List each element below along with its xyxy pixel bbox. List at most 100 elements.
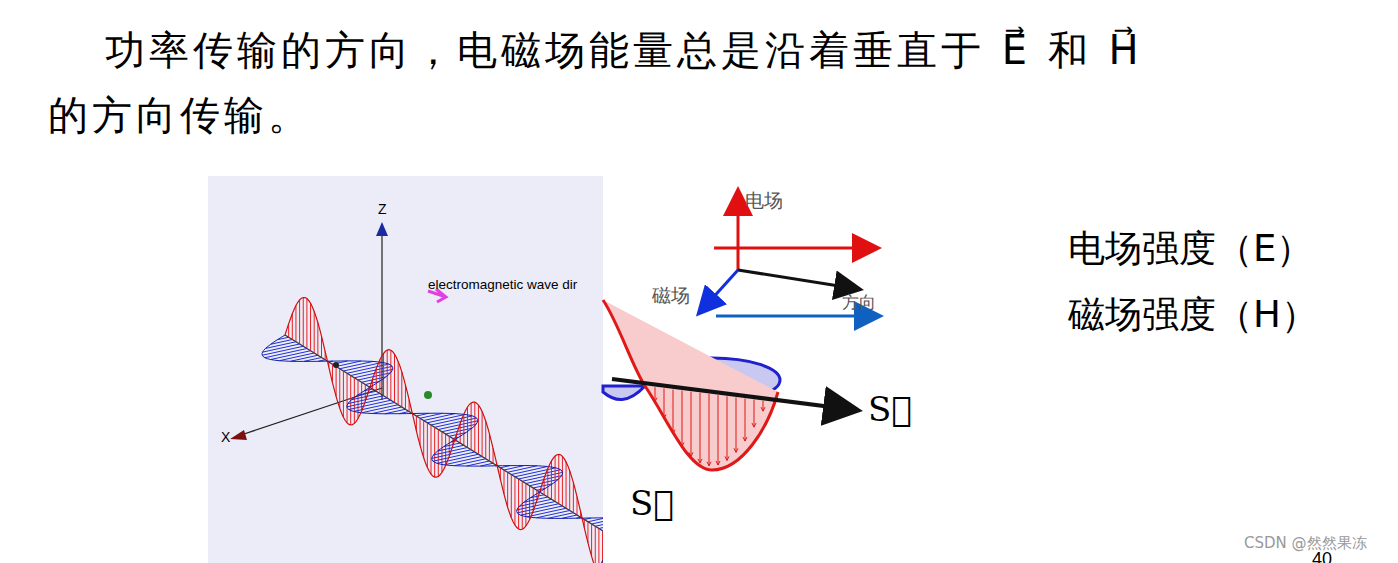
e-field-line bbox=[547, 469, 548, 497]
axes-icon bbox=[700, 192, 878, 316]
e-field-line bbox=[401, 372, 402, 407]
h-lobe bbox=[603, 386, 645, 400]
h-field-line bbox=[336, 361, 361, 367]
e-field-line bbox=[598, 529, 599, 563]
e-field-line bbox=[514, 477, 515, 525]
e-vector bbox=[682, 391, 683, 447]
e-field-line bbox=[438, 430, 439, 477]
e-field-line bbox=[303, 297, 304, 346]
legend-text: 电场强度（E） bbox=[1068, 228, 1313, 271]
e-vector-head bbox=[725, 456, 729, 460]
h-field-line bbox=[454, 459, 486, 466]
e-field-line bbox=[420, 418, 421, 445]
wave-2d bbox=[603, 300, 855, 470]
field-label: 磁场 bbox=[652, 285, 690, 307]
e-field-line bbox=[314, 311, 315, 353]
axis-label: X bbox=[221, 429, 230, 445]
origin-dot bbox=[424, 391, 432, 399]
h-field-line bbox=[424, 414, 455, 421]
e-field-line bbox=[379, 360, 380, 394]
e-vector bbox=[691, 392, 692, 457]
e-vector bbox=[664, 388, 665, 418]
e-field-line bbox=[507, 472, 508, 507]
vector-symbol: S⃗ bbox=[868, 390, 912, 429]
e-vector-head bbox=[671, 430, 675, 434]
e-vector-head bbox=[680, 442, 684, 446]
slide-title: 功率传输的方向，电磁场能量总是沿着垂直于 E⃗ 和 H⃗ 的方向传输。 bbox=[48, 18, 1149, 148]
e-field-line bbox=[478, 405, 479, 454]
e-field-line bbox=[339, 369, 340, 409]
e-vector bbox=[736, 397, 737, 452]
axis-label: Z bbox=[378, 201, 387, 217]
s-vector bbox=[612, 379, 855, 410]
direction-arrow bbox=[738, 270, 858, 289]
h-envelope bbox=[262, 335, 603, 563]
e-field-line bbox=[376, 369, 377, 392]
e-vector-head bbox=[716, 461, 720, 465]
e-field-line bbox=[295, 306, 296, 342]
e-vector-head bbox=[653, 398, 657, 402]
e-field-line bbox=[292, 314, 293, 340]
e-field-line bbox=[474, 402, 475, 452]
e-field-line bbox=[431, 425, 432, 474]
e-vector bbox=[727, 396, 728, 460]
e-vector bbox=[718, 395, 719, 465]
e-envelope bbox=[285, 298, 603, 563]
e-field-line bbox=[573, 483, 574, 513]
e-field-line bbox=[390, 350, 391, 400]
e-field-line bbox=[394, 354, 395, 402]
watermark: CSDN @然然果冻 bbox=[1244, 535, 1367, 552]
e-vector-head bbox=[662, 414, 666, 418]
e-vectors bbox=[653, 387, 765, 466]
e-vector-head bbox=[707, 462, 711, 466]
e-arrow bbox=[714, 247, 876, 250]
e-field-line bbox=[569, 471, 570, 511]
e-field-line bbox=[449, 436, 450, 456]
e-vector-head bbox=[734, 448, 738, 452]
x-axis bbox=[238, 388, 382, 436]
e-field-line bbox=[529, 486, 530, 520]
e-field-line bbox=[299, 300, 300, 344]
wave-caption: electromagnetic wave dir bbox=[428, 277, 577, 293]
e-vector-head bbox=[761, 407, 765, 411]
e-vector bbox=[709, 394, 710, 466]
e-field-line bbox=[460, 423, 461, 443]
h-field-line bbox=[592, 518, 603, 524]
e-vector bbox=[754, 400, 755, 427]
h-field-line bbox=[603, 522, 604, 531]
e-vector-head bbox=[743, 437, 747, 441]
wave-3d bbox=[230, 222, 603, 563]
e-field-line bbox=[434, 427, 435, 477]
e-field-line bbox=[427, 423, 428, 468]
e-field-line bbox=[463, 414, 464, 445]
vector-symbol: S⃗ bbox=[630, 484, 674, 523]
h-arrow bbox=[716, 315, 878, 318]
h-field-line bbox=[595, 519, 603, 527]
panel-ground bbox=[208, 176, 603, 563]
e-field-line bbox=[602, 531, 603, 563]
e-field-line bbox=[310, 303, 311, 350]
field-label: 电场 bbox=[745, 190, 783, 212]
h-field-line bbox=[599, 520, 603, 529]
wave-axis bbox=[285, 335, 603, 560]
e-field-line bbox=[383, 353, 384, 395]
e-field-line bbox=[347, 373, 348, 423]
h-field-line bbox=[548, 513, 573, 519]
e-field-line bbox=[595, 526, 596, 563]
e-vector bbox=[655, 387, 656, 401]
e-field-line bbox=[387, 350, 388, 398]
e-vector-head bbox=[689, 452, 693, 456]
e-vector bbox=[673, 390, 674, 434]
e-arrow bbox=[737, 192, 740, 270]
e-field-line bbox=[398, 361, 399, 404]
e-vector-head bbox=[698, 459, 702, 463]
e-field-line bbox=[533, 488, 534, 511]
e-field-line bbox=[555, 456, 556, 502]
e-field-line bbox=[489, 434, 490, 461]
e-field-line bbox=[467, 407, 468, 447]
axis-head bbox=[230, 430, 247, 440]
e-field-line bbox=[441, 432, 442, 473]
e-vector bbox=[700, 393, 701, 463]
e-field-line bbox=[482, 412, 483, 457]
